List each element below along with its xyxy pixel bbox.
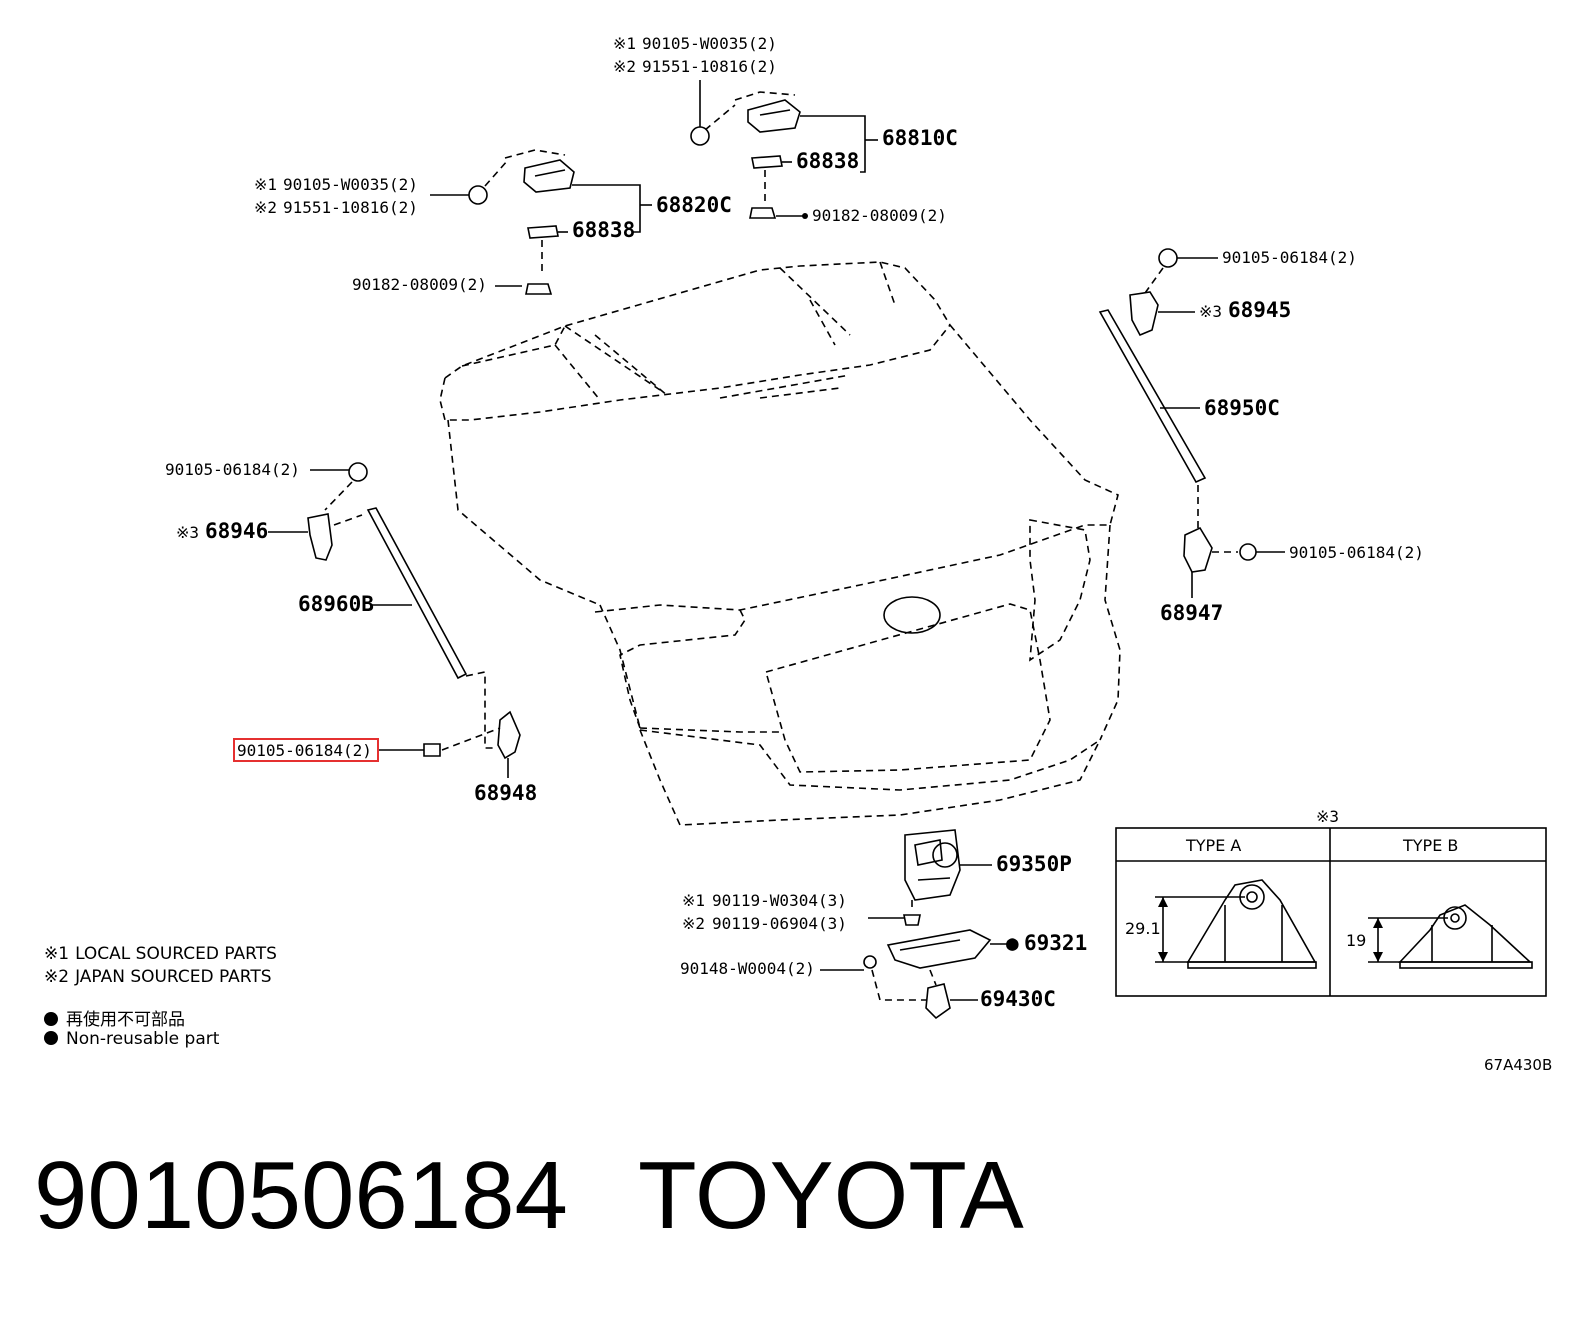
- label-right-stay: 68950C: [1204, 396, 1280, 420]
- legend-japan-text: JAPAN SOURCED PARTS: [75, 967, 272, 987]
- bullet-icon: [44, 1012, 58, 1026]
- type-inset: ※3 TYPE A TYPE B 29.1 19: [1115, 807, 1547, 997]
- left-hinge-group: [430, 149, 652, 295]
- type-a-label: TYPE A: [1185, 836, 1241, 855]
- label-left-bracket-low: 68948: [474, 781, 537, 805]
- label-top-shim: 68838: [796, 149, 859, 173]
- diagram-id: 67A430B: [1484, 1056, 1553, 1074]
- dim-b-label: 19: [1346, 931, 1366, 950]
- legend-local-text: LOCAL SOURCED PARTS: [75, 944, 277, 964]
- note1-mark: ※1: [613, 34, 636, 53]
- legend-jp-nonreusable: 再使用不可部品: [44, 1005, 185, 1030]
- left-stay-group: [268, 462, 521, 778]
- bullet-icon: [44, 1031, 58, 1045]
- legend-nonreusable-text: Non-reusable part: [66, 1029, 220, 1049]
- label-striker: 69430C: [980, 987, 1056, 1011]
- back-door-outline: [439, 261, 1121, 826]
- right-stay-group: [1098, 248, 1285, 598]
- label-left-screw-1: 90105-W0035(2): [283, 175, 418, 194]
- label-left-bracket-top: 68946: [205, 519, 268, 543]
- note2-mark: ※2: [613, 57, 636, 76]
- label-left-bolt-low: 90105-06184(2): [237, 741, 372, 760]
- label-lock-screw-2: 90119-06904(3): [712, 914, 847, 933]
- legend-note1-mark: ※1: [44, 944, 70, 964]
- legend-note2-mark: ※2: [44, 967, 70, 987]
- label-top-screw-2: 91551-10816(2): [642, 57, 777, 76]
- note3-mark: ※3: [176, 523, 199, 542]
- label-left-shim: 68838: [572, 218, 635, 242]
- note3-mark: ※3: [1199, 302, 1222, 321]
- footer-part-number: 9010506184: [34, 1142, 568, 1249]
- note2-mark: ※2: [254, 198, 277, 217]
- label-right-bolt-low: 90105-06184(2): [1289, 543, 1424, 562]
- label-lock: 69350P: [996, 852, 1072, 876]
- leader-dot: [802, 213, 808, 219]
- callout-labels: ※1 90105-W0035(2) ※2 91551-10816(2) 6881…: [165, 34, 1424, 1011]
- note1-mark: ※1: [682, 891, 705, 910]
- label-right-bracket-low: 68947: [1160, 601, 1223, 625]
- lock-group: [820, 829, 1010, 1020]
- label-left-stay: 68960B: [298, 592, 374, 616]
- top-hinge-group: [690, 80, 878, 219]
- label-left-screw-2: 91551-10816(2): [283, 198, 418, 217]
- label-right-bracket-top: 68945: [1228, 298, 1291, 322]
- label-top-hinge: 68810C: [882, 126, 958, 150]
- legend-jp-nonreusable-text: 再使用不可部品: [66, 1010, 185, 1030]
- footer-brand: TOYOTA: [638, 1142, 1024, 1249]
- note1-mark: ※1: [254, 175, 277, 194]
- label-left-bolt-top: 90105-06184(2): [165, 460, 300, 479]
- legend-nonreusable: Non-reusable part: [44, 1029, 219, 1049]
- label-right-bolt-top: 90105-06184(2): [1222, 248, 1357, 267]
- type-b-label: TYPE B: [1402, 836, 1458, 855]
- label-top-screw-1: 90105-W0035(2): [642, 34, 777, 53]
- inset-note3-mark: ※3: [1316, 807, 1339, 826]
- label-left-nut: 90182-08009(2): [352, 275, 487, 294]
- label-lock-screw-1: 90119-W0304(3): [712, 891, 847, 910]
- highlight-box: [233, 738, 379, 762]
- note2-mark: ※2: [682, 914, 705, 933]
- label-cover: 69321: [1024, 931, 1087, 955]
- label-left-hinge: 68820C: [656, 193, 732, 217]
- dim-a-label: 29.1: [1125, 919, 1161, 938]
- label-top-nut: 90182-08009(2): [812, 206, 947, 225]
- label-cover-screw: 90148-W0004(2): [680, 959, 815, 978]
- bullet-mark: ●: [1006, 931, 1019, 955]
